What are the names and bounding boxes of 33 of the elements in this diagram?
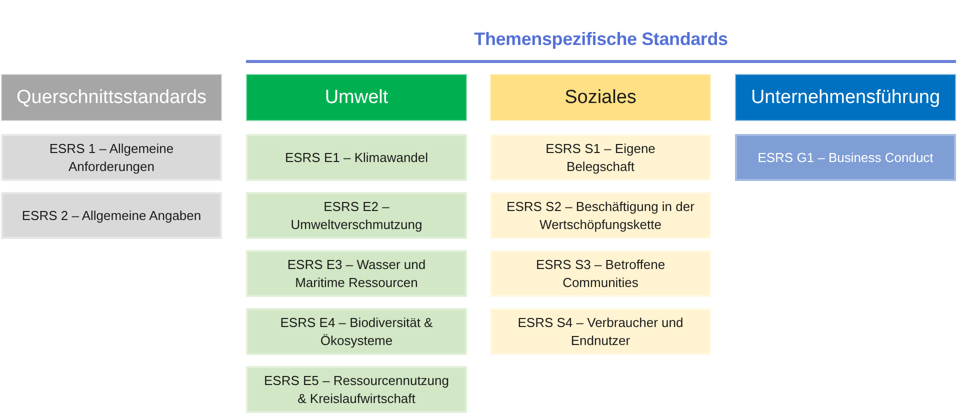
standard-card [246, 250, 467, 297]
standard-card [490, 134, 711, 181]
category-title: Soziales [564, 86, 636, 108]
category-title: Querschnittsstandards [16, 86, 207, 108]
standard-name: ESRS S1 – Eigene Belegschaft [544, 140, 656, 176]
category-header [246, 74, 467, 121]
standard-name: ESRS E5 – Ressourcennutzung & Kreislaufwirtschaft [263, 372, 450, 408]
category-title: Unternehmensführung [750, 86, 940, 108]
standard-name: ESRS E1 – Klimawandel [284, 148, 428, 166]
category-header [735, 74, 956, 121]
category-header [490, 74, 711, 121]
standard-card [246, 134, 467, 181]
standard-name: ESRS E2 – Umweltverschmutzung [290, 198, 424, 234]
standard-name: ESRS 1 – Allgemeine Anforderungen [48, 140, 175, 176]
category-header [1, 74, 222, 121]
standard-card [1, 134, 222, 181]
standard-card [735, 134, 956, 181]
standard-name: ESRS S2 – Beschäftigung in der Wertschöpfungskette [506, 198, 696, 234]
standard-card [490, 308, 711, 355]
standard-name: ESRS S4 – Verbraucher und Endnutzer [516, 314, 684, 350]
standard-card [490, 250, 711, 297]
standard-card [246, 366, 467, 413]
standard-card [490, 192, 711, 239]
section-heading: Themenspezifische Standards [473, 29, 729, 50]
category-title: Umwelt [324, 86, 388, 108]
standard-name: ESRS S3 – Betroffene Communities [534, 256, 666, 292]
standard-name: ESRS G1 – Business Conduct [758, 148, 934, 166]
standard-name: ESRS 2 – Allgemeine Angaben [22, 206, 202, 224]
standard-name: ESRS E3 – Wasser und Maritime Ressourcen [286, 256, 427, 292]
standard-card [246, 308, 467, 355]
standard-card [246, 192, 467, 239]
standard-card [1, 192, 222, 239]
standard-name: ESRS E4 – Biodiversität & Ökosysteme [279, 314, 434, 350]
